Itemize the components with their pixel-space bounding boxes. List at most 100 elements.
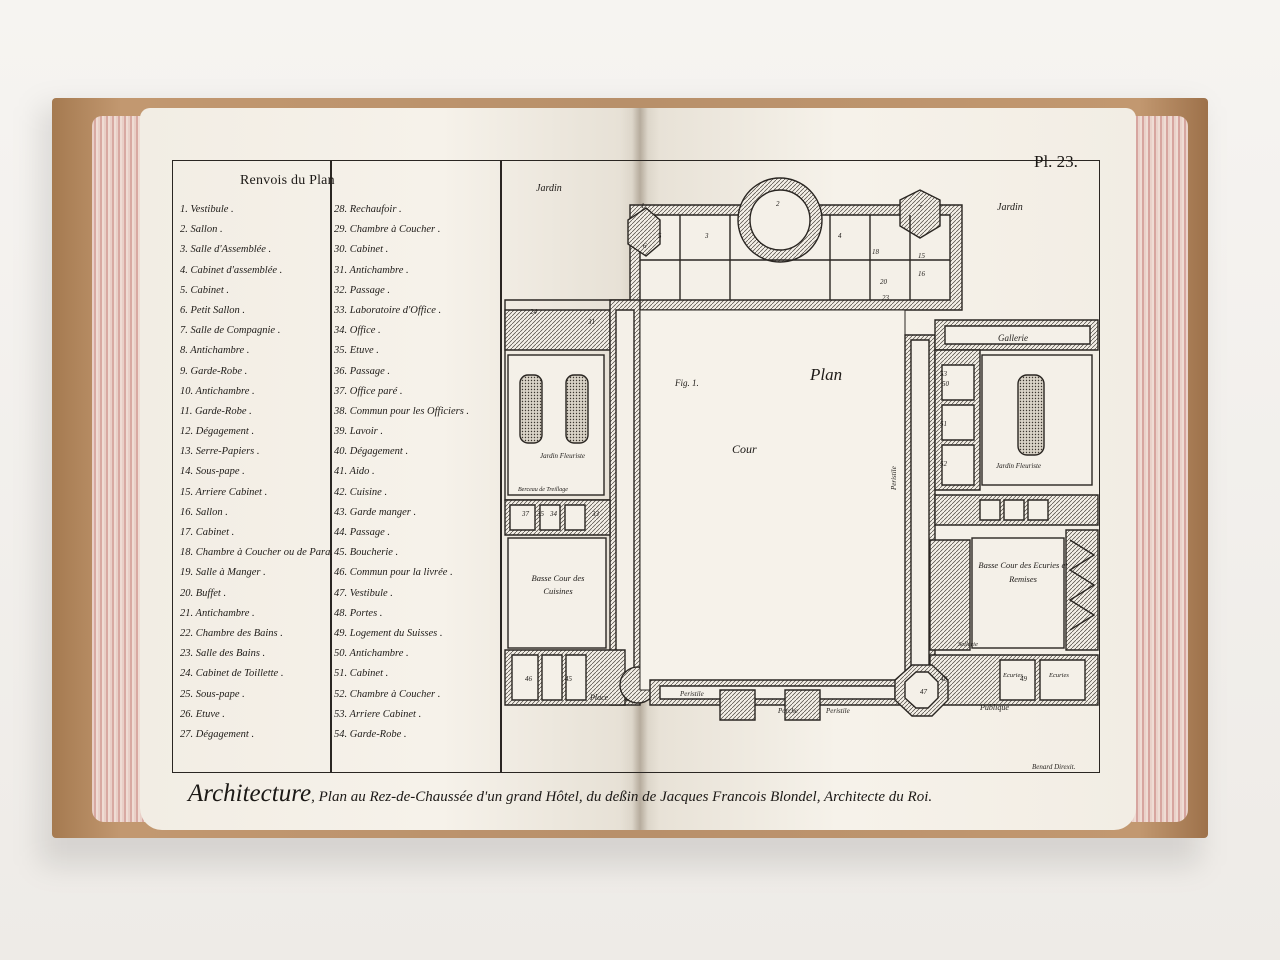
legend-item: 49. Logement du Suisses . xyxy=(334,627,443,639)
legend-item: 38. Commun pour les Officiers . xyxy=(334,405,470,417)
legend-item: 34. Office . xyxy=(334,325,381,337)
legend-column-1: 1. Vestibule .2. Sallon .3. Salle d'Asse… xyxy=(180,200,333,745)
basse-cour-cuisines-label: Basse Cour des Cuisines xyxy=(531,573,585,596)
room-number: 49 xyxy=(1020,675,1027,683)
legend-item: 13. Serre-Papiers . xyxy=(180,446,260,458)
room-number: 15 xyxy=(918,252,925,260)
caption-rest: , Plan au Rez-de-Chaussée d'un grand Hôt… xyxy=(311,789,933,805)
legend-item: 41. Aido . xyxy=(334,466,375,478)
jardin-fleuriste-left-label: Jardin Fleuriste xyxy=(540,452,586,460)
legend-item: 48. Portes . xyxy=(334,607,383,619)
legend-item: 6. Petit Sallon . xyxy=(180,304,246,316)
legend-item: 12. Dégagement . xyxy=(180,426,255,438)
plate-frame xyxy=(172,160,1100,773)
legend-item: 43. Garde manger . xyxy=(334,506,417,518)
legend-item: 29. Chambre à Coucher . xyxy=(334,224,441,236)
basse-cour-ecuries-label: Basse Cour des Ecuries et Remises xyxy=(978,560,1068,584)
room-number: 35 xyxy=(537,510,544,518)
room-number: 1 xyxy=(641,202,645,210)
legend-item: 53. Arriere Cabinet . xyxy=(334,708,422,720)
legend-item: 27. Dégagement . xyxy=(180,728,255,740)
corner-pavilion-left xyxy=(627,207,661,257)
jardin-right-label: Jardin xyxy=(997,202,1023,213)
room-number: 31 xyxy=(588,318,595,326)
publique-label: Publique xyxy=(980,703,1009,712)
legend-item: 26. Etuve . xyxy=(180,708,225,720)
legend-item: 44. Passage . xyxy=(334,527,390,538)
plate-number: Pl. 23. xyxy=(1034,152,1078,171)
legend-item: 52. Chambre à Coucher . xyxy=(334,688,441,700)
porche-label: Porche xyxy=(778,707,798,715)
engraver-signature: Benard Direxit. xyxy=(1032,763,1076,771)
cour xyxy=(639,309,906,691)
legend-item: 11. Garde-Robe . xyxy=(180,405,252,417)
parterre-left-b xyxy=(565,374,589,444)
page-edges-right xyxy=(1128,116,1188,822)
room-number: 53 xyxy=(940,370,947,378)
legend-item: 31. Antichambre . xyxy=(334,264,409,276)
legend-item: 22. Chambre des Bains . xyxy=(180,627,283,639)
berceau-label: Berceau de Treillage xyxy=(518,487,568,493)
legend-item: 28. Rechaufoir . xyxy=(334,204,402,215)
ecuries-a-label: Ecuries xyxy=(1003,672,1023,679)
jardin-left-label: Jardin xyxy=(536,183,562,194)
room-number: 5 xyxy=(658,232,662,240)
room-number: 6 xyxy=(643,242,647,250)
cour-label: Cour xyxy=(732,442,757,456)
legend-item: 17. Cabinet . xyxy=(180,527,235,538)
legend-item: 16. Sallon . xyxy=(180,506,228,518)
legend-item: 23. Salle des Bains . xyxy=(180,648,266,660)
room-number: 45 xyxy=(565,675,572,683)
legend-item: 15. Arriere Cabinet . xyxy=(180,486,268,498)
jardin-fleuriste-right-label: Jardin Fleuriste xyxy=(996,462,1042,470)
legend-item: 39. Lavoir . xyxy=(334,426,384,438)
legend-item: 47. Vestibule . xyxy=(334,587,393,599)
legend-item: 35. Etuve . xyxy=(334,345,379,357)
room-number: 16 xyxy=(918,270,925,278)
room-number: 47 xyxy=(920,688,927,696)
legend-item: 51. Cabinet . xyxy=(334,668,389,680)
room-number: 4 xyxy=(838,232,842,240)
legend-item: 18. Chambre à Coucher ou de Para. xyxy=(180,547,334,559)
peristile-left-label: Peristile xyxy=(680,690,704,698)
floor-plan: Jardin Jardin Plan Fig. 1. Cour Gallerie… xyxy=(500,160,1100,773)
room-number: 2 xyxy=(776,200,780,208)
peristile-vertical-label: Peristile xyxy=(890,466,898,490)
legend-item: 5. Cabinet . xyxy=(180,284,229,296)
legend-item: 21. Antichambre . xyxy=(180,607,255,619)
legend-item: 7. Salle de Compagnie . xyxy=(180,325,281,337)
legend-item: 54. Garde-Robe . xyxy=(334,728,407,740)
legend-title: Renvois du Plan xyxy=(240,173,335,188)
room-number: 52 xyxy=(940,460,947,468)
room-number: 50 xyxy=(942,380,949,388)
floor-plan-drawing xyxy=(504,177,1099,721)
plan-border xyxy=(500,160,502,773)
plan-title: Plan xyxy=(810,365,843,384)
gallerie-label: Gallerie xyxy=(998,333,1028,343)
legend-item: 2. Sallon . xyxy=(180,224,223,236)
legend-item: 4. Cabinet d'assemblée . xyxy=(180,264,283,276)
legend-item: 8. Antichambre . xyxy=(180,345,250,357)
legend-item: 45. Boucherie . xyxy=(334,547,399,559)
legend-item: 46. Commun pour la livrée . xyxy=(334,567,453,579)
legend-item: 20. Buffet . xyxy=(180,587,227,599)
parterre-right xyxy=(1017,374,1045,456)
room-number: 23 xyxy=(882,294,889,302)
caption-lead: Architecture xyxy=(188,780,312,807)
legend-item: 30. Cabinet . xyxy=(334,244,389,256)
room-number: 20 xyxy=(880,278,887,286)
legend-item: 37. Office paré . xyxy=(334,385,403,397)
sellerie-label: Sellerie xyxy=(958,641,978,648)
room-number: 37 xyxy=(522,510,529,518)
basse-cour-cuisines xyxy=(507,537,607,649)
legend-item: 14. Sous-pape . xyxy=(180,466,245,478)
room-number: 48 xyxy=(940,675,947,683)
legend-item: 24. Cabinet de Toillette . xyxy=(180,668,284,680)
legend-item: 25. Sous-pape . xyxy=(180,688,245,700)
room-number: 46 xyxy=(525,675,532,683)
place-label: Place xyxy=(590,693,609,702)
room-number: 3 xyxy=(705,232,709,240)
plate-caption: Architecture, Plan au Rez-de-Chaussée d'… xyxy=(188,780,932,808)
peristile-right-label: Peristile xyxy=(826,707,850,715)
legend-item: 36. Passage . xyxy=(334,365,390,377)
